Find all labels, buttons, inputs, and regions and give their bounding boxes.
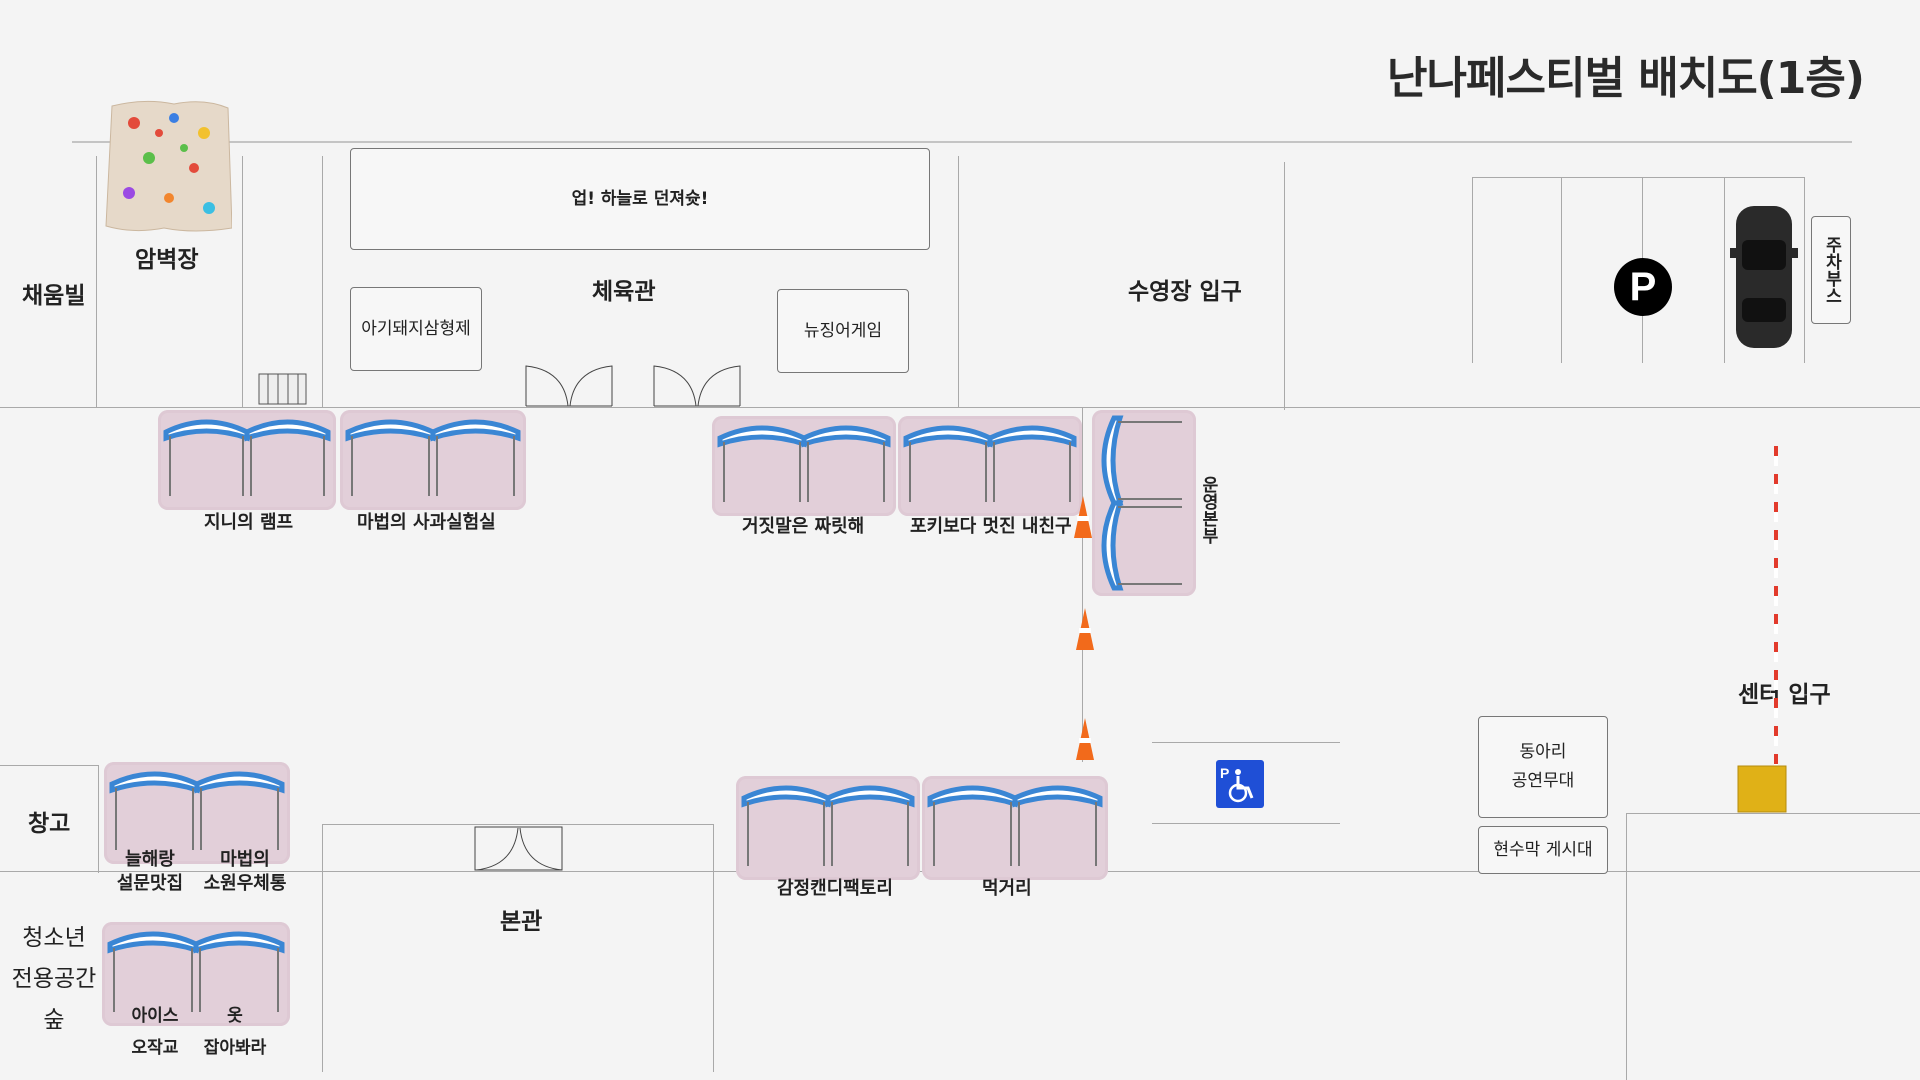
tent-canopy-icon — [927, 785, 1103, 866]
divider-line — [1082, 407, 1083, 762]
newzinger-program: 뉴징어게임 — [777, 289, 909, 373]
genie-lamp-label: 지니의 램프 — [204, 512, 294, 533]
center-building-left — [1626, 813, 1627, 1080]
parking-icon: P — [1614, 258, 1672, 316]
chaeumbil-wall — [96, 156, 97, 408]
tent-lie-booth — [712, 416, 896, 516]
upper-road-line — [0, 407, 1920, 408]
tent-canopy-icon — [345, 419, 521, 496]
map-title: 난나페스티벌 배치도(1층) — [1387, 53, 1865, 104]
warehouse-right — [98, 765, 99, 873]
traffic-cone-icon — [1076, 718, 1094, 760]
parking-top-line — [1472, 177, 1804, 178]
pokemon-label: 포키보다 멋진 내친구 — [910, 516, 1072, 537]
gym-door-right — [653, 365, 741, 407]
tent-ice-clothes — [102, 922, 290, 1026]
tent-canopy-icon — [109, 771, 285, 850]
tent-canopy-icon — [717, 425, 891, 502]
youth-space-label: 청소년 전용공간 숲 — [11, 925, 97, 1033]
banner-board: 현수막 게시대 — [1478, 826, 1608, 874]
operations-label: 운영본부 — [1198, 476, 1218, 544]
tent-survey-post — [104, 762, 290, 864]
traffic-cone-icon — [1076, 608, 1094, 650]
warehouse-top — [0, 765, 98, 766]
tent-operations — [1092, 410, 1196, 596]
rockwall-wall — [242, 156, 243, 408]
gym-door-left — [525, 365, 613, 407]
parking-bay-line — [1561, 177, 1562, 363]
tent-canopy-icon — [741, 785, 915, 866]
tent-canopy-icon — [163, 419, 331, 496]
center-entrance-label: 센터 입구 — [1738, 682, 1831, 708]
gym-label: 체육관 — [592, 279, 656, 305]
chaeumbil-label: 채움빌 — [22, 283, 86, 309]
emotion-candy-label: 감정캔디팩토리 — [777, 878, 893, 899]
rock-wall-image — [105, 100, 232, 232]
tent-genie-lamp — [158, 410, 336, 510]
gym-right-wall — [958, 156, 959, 408]
parking-bay-line — [1804, 177, 1805, 363]
food-street-label: 먹거리 — [982, 878, 1032, 899]
top-boundary-line — [72, 141, 1852, 143]
car-icon — [1730, 206, 1798, 348]
tent-magic-apple-lab — [340, 410, 526, 510]
cage-icon — [258, 373, 307, 405]
main-hall-top — [322, 824, 714, 825]
tent-canopy-icon — [1101, 415, 1182, 591]
main-hall-door — [474, 826, 563, 871]
pool-right-wall — [1284, 162, 1285, 410]
rock-wall-label: 암벽장 — [135, 247, 199, 273]
main-hall-label: 본관 — [500, 909, 543, 935]
center-building-top — [1626, 813, 1920, 814]
wheelchair-icon: P — [1216, 760, 1264, 808]
gym-left-wall — [322, 156, 323, 408]
main-hall-left — [322, 824, 323, 1072]
pool-entrance-label: 수영장 입구 — [1128, 279, 1242, 305]
tent-emotion-candy — [736, 776, 920, 880]
traffic-cone-icon — [1074, 496, 1092, 538]
up-throw-program: 업! 하늘로 던져슛! — [350, 148, 930, 250]
warehouse-label: 창고 — [28, 811, 71, 837]
parking-bay-line — [1724, 177, 1725, 363]
svg-text:P: P — [1220, 765, 1229, 781]
parking-bay-line — [1472, 177, 1473, 363]
magic-apple-lab-label: 마법의 사과실험실 — [357, 512, 496, 533]
tent-canopy-icon — [107, 931, 285, 1012]
lie-booth-label: 거짓말은 짜릿해 — [742, 516, 865, 537]
tent-canopy-icon — [903, 425, 1077, 502]
main-hall-right — [713, 824, 714, 1072]
barrier-gate — [1737, 446, 1787, 813]
accessible-zone-top — [1152, 742, 1340, 743]
tent-pokemon — [898, 416, 1082, 516]
piglet-brothers-program: 아기돼지삼형제 — [350, 287, 482, 371]
tent-food-street — [922, 776, 1108, 880]
accessible-zone-bottom — [1152, 823, 1340, 824]
parking-booth: 주차부스 — [1811, 216, 1851, 324]
